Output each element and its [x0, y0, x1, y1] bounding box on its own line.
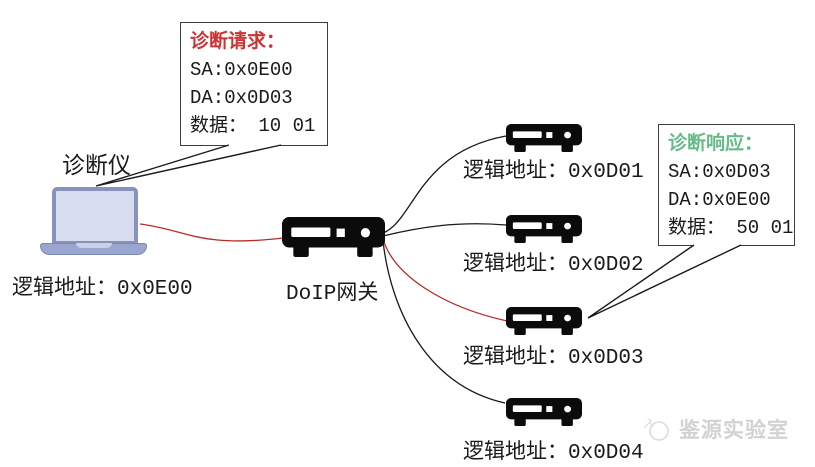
- ecu1-logical-address: 逻辑地址：0x0D01: [463, 161, 644, 184]
- laptop-screen: [52, 187, 138, 245]
- diagnostic-response-callout: 诊断响应： SA:0x0D03 DA:0x0E00 数据： 50 01: [658, 124, 795, 246]
- request-data-bytes: 数据： 10 01: [190, 115, 316, 137]
- request-title: 诊断请求：: [190, 31, 286, 53]
- diagnostic-request-callout: 诊断请求： SA:0x0E00 DA:0x0D03 数据： 10 01: [180, 22, 328, 146]
- ecu4-logical-address: 逻辑地址：0x0D04: [463, 442, 644, 465]
- ecu4-icon: [506, 398, 582, 426]
- tester-logical-address: 逻辑地址：0x0E00: [12, 278, 193, 301]
- link-tester-gateway: [139, 223, 284, 242]
- link-gateway-ecu2: [382, 223, 507, 237]
- ecu3-icon: [506, 307, 582, 335]
- ecu2-logical-address: 逻辑地址：0x0D02: [463, 254, 644, 277]
- lab-logo-icon: [643, 418, 669, 441]
- request-source-address: SA:0x0E00: [190, 59, 293, 81]
- link-gateway-ecu1: [382, 135, 507, 234]
- tester-label: 诊断仪: [62, 154, 131, 180]
- ecu3-logical-address: 逻辑地址：0x0D03: [463, 347, 644, 370]
- ecu2-icon: [506, 215, 582, 243]
- ecu1-icon: [506, 124, 582, 152]
- response-data-bytes: 数据： 50 01: [668, 217, 794, 239]
- response-destination-address: DA:0x0E00: [668, 189, 771, 211]
- doip-gateway-icon: [282, 217, 385, 257]
- response-source-address: SA:0x0D03: [668, 161, 771, 183]
- gateway-label: DoIP网关: [286, 283, 379, 306]
- request-destination-address: DA:0x0D03: [190, 87, 293, 109]
- watermark: 鉴源实验室: [640, 412, 789, 446]
- laptop-notch: [76, 243, 112, 248]
- watermark-text: 鉴源实验室: [679, 419, 789, 442]
- response-title: 诊断响应：: [668, 133, 764, 155]
